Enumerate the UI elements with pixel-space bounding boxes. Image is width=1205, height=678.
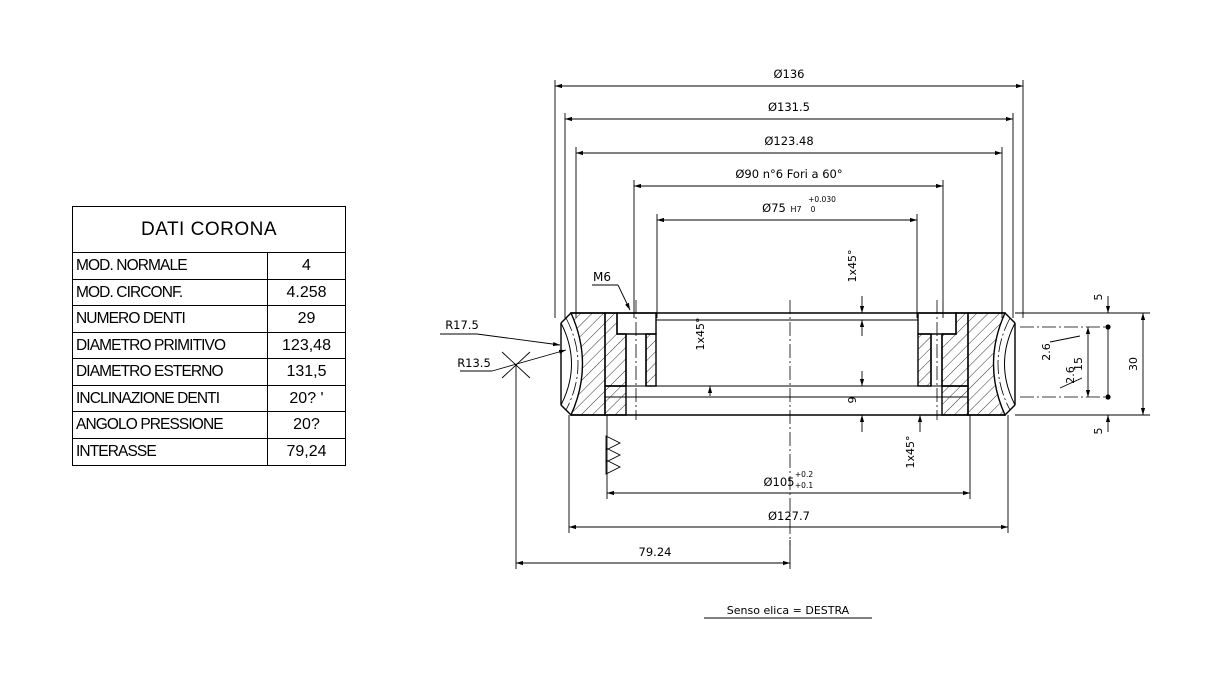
row-value: 131,5 (286, 363, 327, 380)
dim-two6-b: 2.6 (1064, 366, 1077, 384)
table-row: MOD. CIRCONF. 4.258 (73, 279, 345, 306)
dim-d136: Ø136 (773, 67, 804, 81)
row-value: 29 (297, 310, 316, 327)
dim-five-top: 5 (1092, 294, 1105, 301)
gear-section-outline (560, 312, 1016, 416)
dim-chamfer-top: 1x45° (846, 249, 859, 282)
table-row: MOD. NORMALE 4 (73, 253, 345, 280)
row-label: MOD. NORMALE (73, 253, 268, 279)
dim-d79: 79.24 (639, 545, 672, 559)
dim-nine: 9 (846, 397, 859, 404)
table-row: DIAMETRO ESTERNO 131,5 (73, 359, 345, 386)
row-label: NUMERO DENTI (73, 306, 268, 332)
dim-chamfer-left: 1x45° (694, 317, 707, 350)
row-value: 79,24 (286, 442, 327, 460)
dim-d105-tol-up: +0.2 (795, 470, 813, 479)
dim-two6-a: 2.6 (1040, 343, 1053, 361)
dimension-dot (1105, 394, 1111, 400)
table-row: ANGOLO PRESSIONE 20? (73, 412, 345, 439)
surface-finish-icon (605, 435, 622, 475)
row-label: DIAMETRO ESTERNO (73, 359, 268, 385)
table-row: INCLINAZIONE DENTI 20? ' (73, 385, 345, 412)
dim-d75-tol-up: +0.030 (808, 195, 836, 204)
table-title: DATI CORONA (73, 207, 345, 253)
m6-leader (592, 284, 631, 311)
dim-d75-tol-low: 0 (811, 205, 816, 214)
dim-d105: Ø105 (763, 475, 794, 489)
row-label: DIAMETRO PRIMITIVO (73, 332, 268, 358)
row-label: INCLINAZIONE DENTI (73, 385, 268, 411)
row-value: 20? ' (289, 389, 324, 407)
gear-data-table: DATI CORONA MOD. NORMALE 4 MOD. CIRCONF. 4… (72, 206, 346, 466)
dim-d75: Ø75 (762, 201, 786, 215)
row-value: 4 (302, 257, 311, 274)
row-value: 123,48 (282, 336, 331, 354)
label-m6: M6 (593, 270, 611, 284)
table-row: DIAMETRO PRIMITIVO 123,48 (73, 332, 345, 359)
row-label: MOD. CIRCONF. (73, 279, 268, 305)
dim-thirty: 30 (1127, 357, 1140, 371)
dim-five-bottom: 5 (1092, 428, 1105, 435)
label-r175: R17.5 (445, 318, 479, 332)
dimension-lines (515, 80, 1024, 569)
row-value: 4.258 (286, 283, 327, 301)
row-value: 20? (293, 416, 320, 433)
dim-fifteen: 15 (1072, 357, 1085, 371)
table-row: INTERASSE 79,24 (73, 438, 345, 465)
dim-d127: Ø127.7 (768, 509, 810, 523)
dim-chamfer-bottom: 1x45° (904, 435, 917, 468)
row-label: INTERASSE (73, 438, 268, 465)
dim-d123: Ø123.48 (764, 134, 813, 148)
label-r135: R13.5 (457, 356, 491, 370)
dim-d90: Ø90 n°6 Fori a 60° (735, 167, 842, 181)
dim-d75-fit: H7 (790, 205, 801, 214)
dim-d131: Ø131.5 (768, 100, 810, 114)
dimension-dot (1105, 324, 1111, 330)
radius-leaders (440, 333, 567, 379)
center-lines (565, 300, 1108, 545)
helix-note: Senso elica = DESTRA (727, 604, 850, 617)
vertical-dimensions (707, 296, 1150, 432)
dim-d105-tol-low: +0.1 (795, 481, 813, 490)
table-row: NUMERO DENTI 29 (73, 306, 345, 333)
row-label: ANGOLO PRESSIONE (73, 412, 268, 438)
